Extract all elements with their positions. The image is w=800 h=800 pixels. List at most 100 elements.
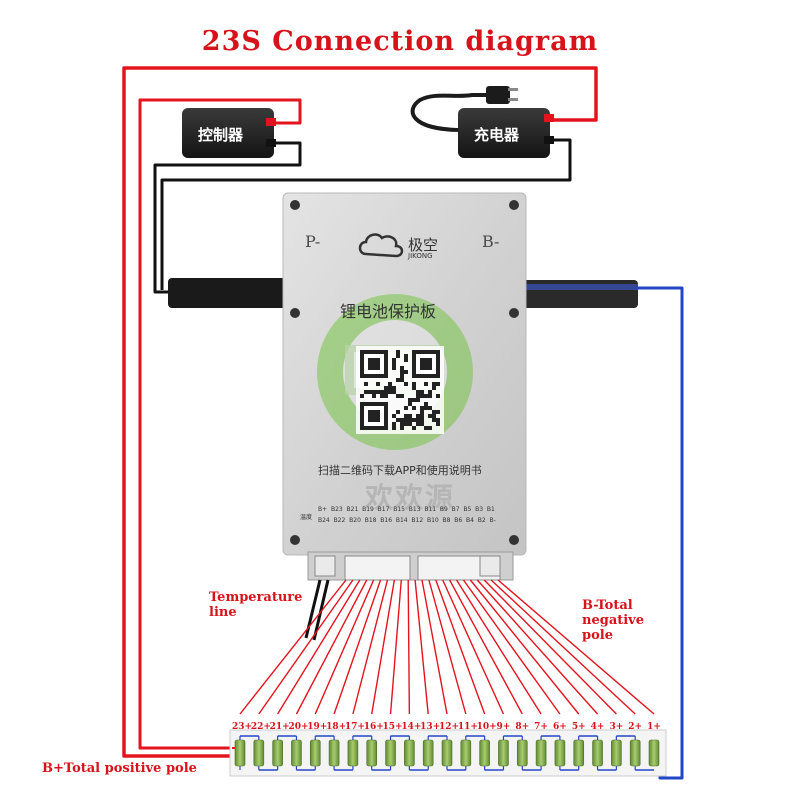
cell-label: 11+	[457, 722, 478, 732]
battery-cell	[422, 739, 434, 767]
screw-bl	[290, 535, 300, 545]
balance-wire	[421, 579, 448, 715]
b-minus-label: B-	[482, 232, 500, 251]
battery-cell	[611, 739, 622, 767]
balance-wire	[476, 579, 599, 715]
screw-tr	[509, 200, 519, 210]
b-total-positive-label: B+Total positive pole	[42, 761, 197, 776]
balance-wires	[239, 579, 655, 715]
cell-label: 15+	[382, 722, 403, 732]
balance-wire	[407, 579, 411, 715]
balance-wire	[483, 579, 617, 715]
controller-positive-wire	[138, 98, 302, 750]
balance-wire	[239, 579, 347, 715]
battery-cell	[234, 739, 246, 767]
temp-mark: 温度	[300, 514, 313, 521]
cell-label: 17+	[344, 722, 365, 732]
p-minus-label: P-	[305, 232, 321, 251]
battery-cell	[479, 739, 490, 767]
battery-cell	[573, 739, 585, 767]
balance-wire	[333, 579, 382, 715]
brand-cn: 极空	[408, 236, 439, 254]
cell-label: 20+	[288, 722, 309, 732]
battery-cell	[347, 739, 359, 767]
temperature-line-label: Temperature line	[209, 590, 303, 620]
cell-label: 10+	[476, 722, 497, 732]
battery-cell	[648, 739, 660, 767]
board-heading: 锂电池保护板	[340, 302, 437, 321]
controller-negative-wire	[153, 141, 302, 294]
battery-cell	[516, 739, 528, 767]
charger-box	[458, 108, 550, 158]
battery-cell	[498, 739, 509, 767]
balance-wire	[469, 579, 580, 715]
cell-label: 19+	[307, 722, 328, 732]
outer-positive-wire	[122, 66, 598, 758]
charger-plug-cord	[410, 93, 490, 132]
cell-label: 8+	[515, 722, 530, 732]
cell-label: 22+	[250, 722, 271, 732]
battery-cell	[404, 739, 415, 767]
battery-cell	[309, 739, 321, 767]
cell-label: 23+	[232, 722, 253, 732]
b-total-negative-label: B-Total negative pole	[582, 598, 645, 643]
plug-body	[486, 86, 510, 104]
balance-wire	[414, 579, 429, 715]
cell-label: 6+	[553, 722, 567, 732]
cell-label: 18+	[326, 722, 347, 732]
screw-br	[509, 535, 519, 545]
pin-row-1: B+ B23 B21 B19 B17 B15 B13 B11 B9 B7 B5 …	[318, 506, 495, 513]
balance-wire	[314, 579, 375, 715]
cell-label: 1+	[647, 722, 661, 732]
controller-box	[182, 108, 274, 158]
balance-wire	[428, 579, 467, 715]
diagram-title: 23S Connection diagram	[201, 26, 599, 57]
qr-code	[356, 346, 444, 434]
screw-mr	[509, 308, 519, 318]
cell-label: 12+	[439, 722, 460, 732]
balance-wire	[352, 579, 389, 715]
screw-tl	[290, 200, 300, 210]
cell-label: 4+	[590, 722, 605, 732]
battery-cell	[366, 739, 378, 767]
cell-label: 21+	[269, 722, 290, 732]
pin-row-2: B24 B22 B20 B18 B16 B14 B12 B10 B8 B6 B4…	[318, 517, 496, 524]
balance-wire	[490, 579, 636, 715]
balance-wire	[497, 579, 655, 715]
balance-wire	[295, 579, 368, 715]
cell-label: 14+	[401, 722, 422, 732]
battery-cell	[291, 739, 302, 767]
battery-cell	[385, 739, 396, 767]
balance-wire	[455, 579, 542, 715]
battery-cell	[441, 739, 453, 767]
cell-label: 9+	[496, 722, 511, 732]
brand-en: JIKONG	[408, 252, 433, 260]
battery-cell	[460, 739, 472, 767]
p-minus-cable	[168, 278, 288, 308]
cell-label: 7+	[534, 722, 548, 732]
balance-wire	[442, 579, 505, 715]
battery-cell	[554, 739, 566, 767]
cloud-logo-icon	[358, 233, 404, 258]
controller-label: 控制器	[198, 126, 244, 144]
watermark-text: 欢欢源	[365, 481, 456, 514]
temperature-wire-2	[312, 579, 330, 641]
cell-label: 13+	[420, 722, 441, 732]
cell-label: 2+	[628, 722, 643, 732]
battery-cell	[253, 739, 265, 767]
balance-wire	[258, 579, 354, 715]
battery-pack	[229, 729, 667, 777]
balance-wire	[277, 579, 361, 715]
cell-label: 3+	[609, 722, 624, 732]
screw-ml	[290, 308, 300, 318]
battery-cell	[629, 739, 641, 767]
balance-wire	[389, 579, 402, 715]
cell-label: 5+	[571, 722, 586, 732]
balance-wire	[435, 579, 486, 715]
battery-cell	[592, 739, 603, 767]
charger-negative-wire	[160, 138, 572, 290]
charger-label: 充电器	[474, 126, 520, 144]
scan-instruction: 扫描二维码下载APP和使用说明书	[318, 464, 482, 477]
battery-cell	[328, 739, 340, 767]
